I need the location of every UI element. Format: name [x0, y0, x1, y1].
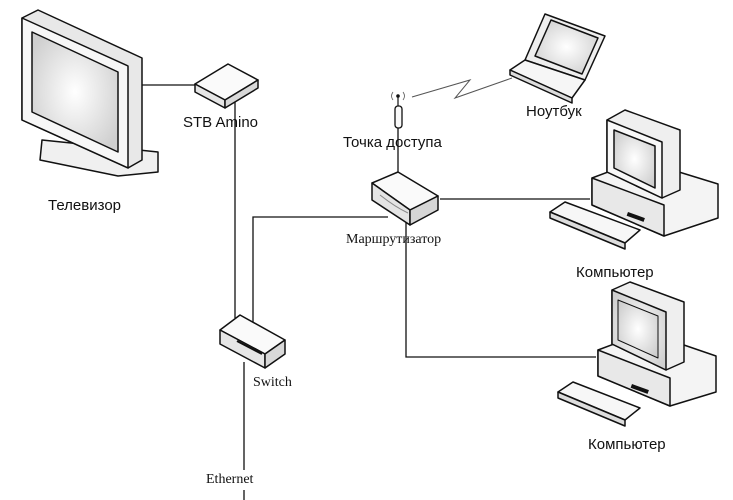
tv-label: Телевизор — [48, 197, 122, 214]
set-top-box-icon — [194, 63, 259, 109]
wireless-link — [411, 77, 513, 100]
wireless-antenna-icon — [391, 91, 405, 129]
tv-monitor-icon — [21, 9, 159, 177]
edge-router-switch — [252, 216, 388, 322]
laptop-label: Ноутбук — [526, 103, 582, 120]
stb-label: STB Amino — [183, 114, 259, 131]
connections — [140, 84, 596, 500]
desktop-computer-icon — [549, 109, 719, 250]
router-icon — [371, 171, 439, 226]
router-label: Маршрутизатор — [346, 232, 442, 247]
edge-router-computer2 — [405, 222, 596, 358]
computer2-label: Компьютер — [588, 436, 666, 453]
computer1-label: Компьютер — [576, 264, 654, 281]
desktop-computer-icon — [557, 281, 717, 427]
access-point-label: Точка доступа — [343, 134, 442, 151]
laptop-icon — [509, 13, 606, 104]
network-switch-icon — [219, 314, 286, 369]
switch-label: Switch — [253, 375, 292, 390]
ethernet-label: Ethernet — [206, 472, 254, 488]
